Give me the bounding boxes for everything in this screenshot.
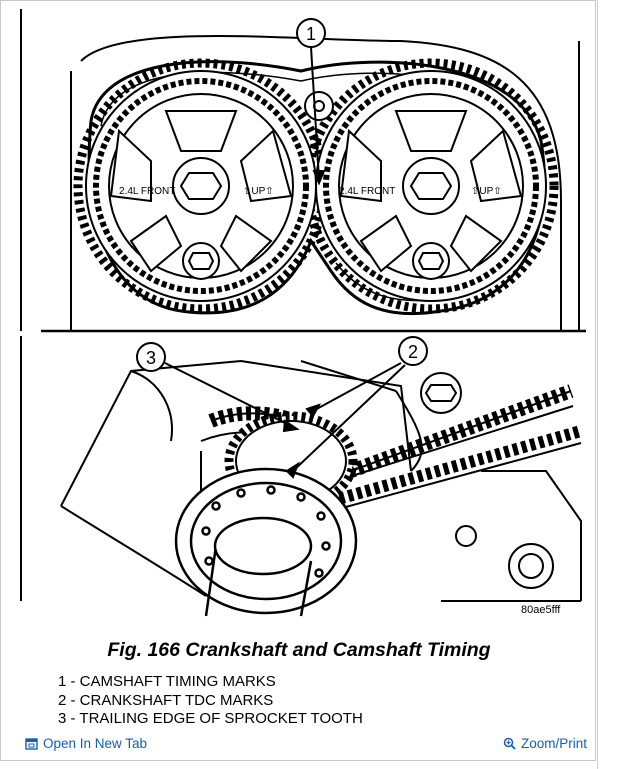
timing-diagram: 2.4L FRONT ⇧UP⇧ 2.4L FRONT ⇧UP⇧ 1 bbox=[1, 1, 597, 631]
open-in-new-tab-label: Open In New Tab bbox=[43, 736, 148, 751]
zoom-print-link[interactable]: Zoom/Print bbox=[503, 736, 587, 751]
crank-hub bbox=[174, 467, 358, 617]
figure-frame: 2.4L FRONT ⇧UP⇧ 2.4L FRONT ⇧UP⇧ 1 bbox=[0, 0, 596, 761]
zoom-icon bbox=[503, 737, 516, 750]
idler bbox=[304, 91, 334, 121]
image-code: 80ae5fff bbox=[521, 604, 561, 616]
callout-3 bbox=[136, 342, 300, 433]
left-sprocket-up-label: ⇧UP⇧ bbox=[243, 186, 274, 197]
open-in-new-tab-icon bbox=[25, 738, 38, 750]
legend-item-1: 1 - CAMSHAFT TIMING MARKS bbox=[58, 673, 276, 690]
legend: 1 - CAMSHAFT TIMING MARKS 2 - CRANKSHAFT… bbox=[58, 673, 363, 729]
figure-footer: Open In New Tab Zoom/Print bbox=[1, 732, 597, 758]
timing-diagram-svg: 2.4L FRONT ⇧UP⇧ 2.4L FRONT ⇧UP⇧ 1 bbox=[20, 9, 586, 617]
zoom-print-label: Zoom/Print bbox=[520, 736, 587, 751]
open-in-new-tab-link[interactable]: Open In New Tab bbox=[25, 736, 147, 751]
legend-item-2: 2 - CRANKSHAFT TDC MARKS bbox=[58, 691, 274, 709]
callout-3-number: 3 bbox=[146, 348, 156, 368]
right-sprocket-up-label: ⇧UP⇧ bbox=[471, 186, 502, 197]
legend-item-3: 3 - TRAILING EDGE OF SPROCKET TOOTH bbox=[58, 710, 363, 727]
right-sprocket-front-label: 2.4L FRONT bbox=[339, 186, 395, 197]
figure-caption: Fig. 166 Crankshaft and Camshaft Timing bbox=[107, 639, 491, 661]
left-cam-sprocket bbox=[85, 70, 317, 302]
callout-2 bbox=[285, 336, 428, 479]
right-cam-sprocket bbox=[315, 70, 547, 302]
callout-2-number: 2 bbox=[408, 342, 418, 362]
left-sprocket-front-label: 2.4L FRONT bbox=[119, 186, 175, 197]
page-scroll-edge bbox=[597, 0, 622, 769]
callout-1 bbox=[296, 18, 326, 186]
callout-1-number: 1 bbox=[306, 24, 316, 44]
lower-section bbox=[20, 336, 582, 602]
